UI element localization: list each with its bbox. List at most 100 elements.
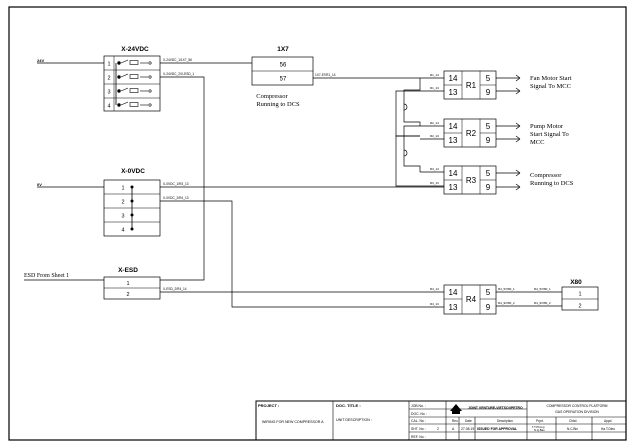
wire-label: R4_9/X80_2 xyxy=(534,301,551,305)
terminal-number: 2 xyxy=(121,200,124,206)
relay-r1: 14 13 R1 5 9 xyxy=(443,70,497,100)
job-no-label: JOB No. : xyxy=(411,404,426,408)
terminal-number: 57 xyxy=(280,77,287,83)
terminal-number: 3 xyxy=(107,90,110,96)
wire-label: R2_14 xyxy=(430,121,439,125)
terminal-block-title: X-24VDC xyxy=(121,46,149,53)
wire-label: R2_13 xyxy=(430,134,439,138)
project-label: PROJECT : xyxy=(258,403,279,408)
relay-description: Pump Motor xyxy=(530,123,564,130)
header-rev: Rev. xyxy=(452,419,458,423)
header-description: Description xyxy=(497,419,513,423)
relay-description: Signal To MCC xyxy=(530,83,571,90)
relay-pin: 9 xyxy=(486,136,491,145)
compressor-running-label: Compressor xyxy=(256,93,288,100)
terminal-number: 1 xyxy=(121,186,124,192)
terminal-number: 2 xyxy=(578,304,581,310)
wire-label: R4_9/X80_2 xyxy=(498,301,515,305)
terminal-block-x0vdc: X-0VDC 1 2 3 4 xyxy=(103,168,161,237)
terminal-number: 2 xyxy=(126,292,129,298)
compressor-running-label: Running to DCS xyxy=(256,101,300,108)
relay-description: Running to DCS xyxy=(530,180,574,187)
relay-description: Fan Motor Start xyxy=(530,75,572,82)
prepared-by-value-2: N.Q.Bao xyxy=(534,428,545,432)
terminal-number: 4 xyxy=(107,104,110,110)
terminal-block-1x7: 1X7 56 57 xyxy=(251,46,314,86)
relay-pin: 13 xyxy=(449,136,458,145)
revision-value: A xyxy=(452,427,455,431)
relay-pin: 9 xyxy=(486,183,491,192)
doc-no-label: DOC. No : xyxy=(411,412,427,416)
wire-label: 1X7-57/R1_14 xyxy=(315,73,336,77)
approved-by-value: Ha.T.Dieu xyxy=(601,427,615,431)
ref-no-label: REF. No : xyxy=(411,435,426,439)
relay-r4: 14 13 R4 5 9 xyxy=(443,284,497,315)
wire-label: R4_5/X80_1 xyxy=(498,287,515,291)
drawing-border xyxy=(8,6,627,441)
relay-pin: 14 xyxy=(449,169,458,178)
relay-pin: 13 xyxy=(449,183,458,192)
relay-pin: 14 xyxy=(449,288,458,297)
doc-title-label: DOC. TITLE : xyxy=(336,403,361,408)
sht-no-value: 2 xyxy=(437,427,439,431)
terminal-number: 1 xyxy=(578,292,581,298)
company-logo-icon xyxy=(450,404,462,414)
relay-r2: 14 13 R2 5 9 xyxy=(443,118,497,148)
wire-label: R3_13 xyxy=(430,181,439,185)
terminal-number: 3 xyxy=(121,214,124,220)
company-name: JOINT VENTURE-VIETSOVPETRO xyxy=(468,406,523,410)
relay-r3: 14 13 R3 5 9 xyxy=(443,165,497,195)
terminal-number: 4 xyxy=(121,228,124,234)
relay-pin: 9 xyxy=(486,88,491,97)
wire-label: R1_13 xyxy=(430,86,439,90)
relay-pin: 13 xyxy=(449,88,458,97)
relay-pin: 9 xyxy=(486,303,491,312)
right-title-2: GAS OPERATION DIVISION xyxy=(555,410,599,414)
checked-by-value: N.C.Bin xyxy=(567,427,578,431)
relay-name: R1 xyxy=(466,81,477,90)
relay-name: R3 xyxy=(466,176,477,185)
contact-output-wires xyxy=(496,74,562,307)
terminal-number: 1 xyxy=(107,62,110,68)
terminal-number: 56 xyxy=(280,63,287,69)
header-chkd: Chkd. xyxy=(569,419,577,423)
wire-label: X-24VDC_1/1X7_56 xyxy=(163,58,192,62)
header-prpd: Prpd. xyxy=(536,419,544,423)
header-date: Date xyxy=(465,419,472,423)
wire-label: X-ESD_2/R4_14 xyxy=(163,287,187,291)
terminal-number: 1 xyxy=(126,281,129,287)
description-value: ISSUED FOR APPROVAL xyxy=(477,427,517,431)
esd-from-sheet-label: ESD From Sheet 1 xyxy=(24,273,69,279)
supply-label-24v: 24V xyxy=(37,58,44,63)
relay-pin: 5 xyxy=(486,288,491,297)
wire-label: R1_14 xyxy=(430,73,439,77)
wire-label: X-0VDC_2/R4_13 xyxy=(163,196,189,200)
wire-label: R4_13 xyxy=(430,302,439,306)
title-block xyxy=(255,400,627,441)
relay-description: Compressor xyxy=(530,172,562,179)
relay-pin: 5 xyxy=(486,74,491,83)
header-appd: Appd. xyxy=(604,419,612,423)
right-title-1: COMPRESSOR CONTROL PLATFORM xyxy=(546,404,607,408)
prepared-by-value: T.T.Phong xyxy=(532,425,545,429)
relay-description: MCC xyxy=(530,139,544,146)
terminal-block-title: X-ESD xyxy=(118,267,138,274)
wire-label: X-0VDC_1/R3_13 xyxy=(163,182,189,186)
relay-name: R2 xyxy=(466,129,477,138)
terminal-block-title: X80 xyxy=(570,279,582,286)
terminal-block-title: 1X7 xyxy=(277,46,289,53)
terminal-block-x80: X80 1 2 xyxy=(561,279,599,311)
supply-label-0v: 0V xyxy=(37,182,42,187)
relay-coil-bridges xyxy=(395,77,444,187)
relay-description: Start Signal To xyxy=(530,131,569,138)
cal-no-label: CAL. No : xyxy=(411,419,426,423)
terminal-block-x24vdc: X-24VDC 1 2 3 4 xyxy=(103,46,161,112)
date-value: 27.08.19 xyxy=(461,427,474,431)
project-value: WIRING FOR NEW COMPRESSOR A xyxy=(262,420,324,424)
relay-pin: 13 xyxy=(449,303,458,312)
wire-label: R4_14 xyxy=(430,287,439,291)
wire-label: X-24VDC_2/X-ESD_1 xyxy=(163,72,194,76)
relay-pin: 5 xyxy=(486,122,491,131)
fuse-terminal-icon xyxy=(117,59,152,107)
wire-label: R4_5/X80_1 xyxy=(534,287,551,291)
